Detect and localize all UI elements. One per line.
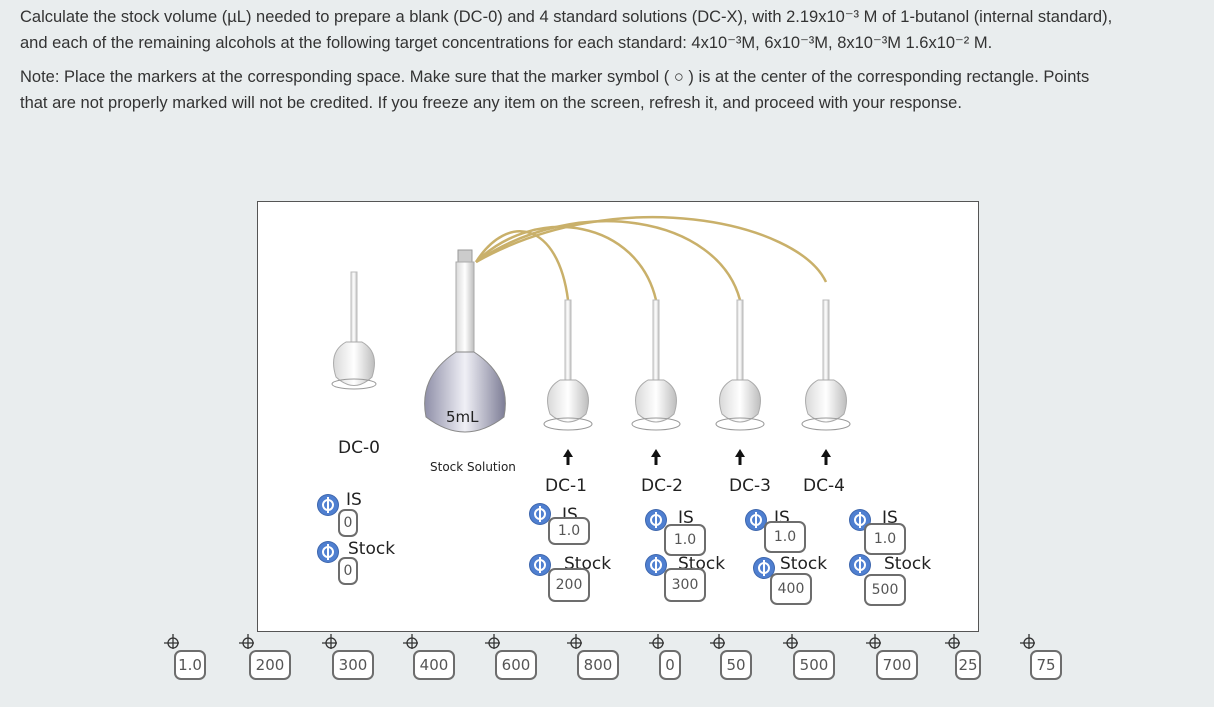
marker-5[interactable]: 800: [577, 650, 619, 680]
dc0-stock-drop-box[interactable]: 0: [338, 557, 358, 585]
marker-4[interactable]: 600: [495, 650, 537, 680]
drag-handle-icon[interactable]: [850, 555, 870, 575]
marker-crosshair-icon[interactable]: [566, 633, 582, 649]
marker-crosshair-icon[interactable]: [944, 633, 960, 649]
transfer-tubes: [474, 216, 828, 301]
question-paragraph: Calculate the stock volume (µL) needed t…: [20, 4, 1205, 56]
marker-9[interactable]: 700: [876, 650, 918, 680]
flask-stock: [424, 249, 506, 433]
marker-10[interactable]: 25: [955, 650, 981, 680]
marker-crosshair-icon[interactable]: [865, 633, 881, 649]
dc3-stock-drop-box[interactable]: 400: [770, 573, 812, 605]
note-line: that are not properly marked will not be…: [20, 94, 962, 112]
drag-handle-icon[interactable]: [530, 504, 550, 524]
dc2-is-drop-box[interactable]: 1.0: [664, 524, 706, 556]
marker-crosshair-icon[interactable]: [782, 633, 798, 649]
drag-handle-icon[interactable]: [318, 542, 338, 562]
drag-handle-icon[interactable]: [646, 555, 666, 575]
marker-8[interactable]: 500: [793, 650, 835, 680]
question-text: Calculate the stock volume (µL) needed t…: [20, 4, 1205, 116]
is-label: IS: [346, 490, 362, 510]
stock-label: Stock: [780, 554, 828, 574]
dc4-label: DC-4: [803, 476, 845, 496]
flask-volume-label: 5mL: [446, 408, 479, 426]
dc0-is-drop-box[interactable]: 0: [338, 509, 358, 537]
diagram-canvas[interactable]: 5mL Stock Solution DC-0 DC-1 DC-2 DC-3 D…: [257, 201, 979, 632]
drag-handle-icon[interactable]: [746, 510, 766, 530]
marker-crosshair-icon[interactable]: [321, 633, 337, 649]
marker-crosshair-icon[interactable]: [484, 633, 500, 649]
arrows: [563, 449, 831, 465]
dc3-label: DC-3: [729, 476, 771, 496]
stock-solution-label: Stock Solution: [430, 460, 516, 474]
marker-crosshair-icon[interactable]: [402, 633, 418, 649]
flask-dc0: [331, 271, 377, 390]
marker-6[interactable]: 0: [659, 650, 681, 680]
stock-label: Stock: [884, 554, 932, 574]
stock-label: Stock: [348, 539, 396, 559]
dc1-label: DC-1: [545, 476, 587, 496]
marker-1[interactable]: 200: [249, 650, 291, 680]
is-label: IS: [678, 508, 694, 528]
note-line: Note: Place the markers at the correspon…: [20, 68, 1090, 86]
marker-0[interactable]: 1.0: [174, 650, 206, 680]
question-line: and each of the remaining alcohols at th…: [20, 34, 993, 52]
dc1-stock-drop-box[interactable]: 200: [548, 568, 590, 602]
flask-dc4: [801, 299, 851, 431]
marker-crosshair-icon[interactable]: [238, 633, 254, 649]
drag-handle-icon[interactable]: [318, 495, 338, 515]
dc4-stock-drop-box[interactable]: 500: [864, 574, 906, 606]
drag-handle-icon[interactable]: [646, 510, 666, 530]
diagram-drawing: [331, 216, 851, 465]
note-paragraph: Note: Place the markers at the correspon…: [20, 64, 1205, 116]
dc1-is-drop-box[interactable]: 1.0: [548, 517, 590, 545]
flask-dc2: [631, 299, 681, 431]
marker-3[interactable]: 400: [413, 650, 455, 680]
question-line: Calculate the stock volume (µL) needed t…: [20, 8, 1113, 26]
drag-handle-icon[interactable]: [754, 558, 774, 578]
dc0-label: DC-0: [338, 438, 380, 458]
dc4-is-drop-box[interactable]: 1.0: [864, 523, 906, 555]
marker-crosshair-icon[interactable]: [163, 633, 179, 649]
flask-dc1: [543, 299, 593, 431]
marker-crosshair-icon[interactable]: [648, 633, 664, 649]
marker-crosshair-icon[interactable]: [1019, 633, 1035, 649]
dc2-stock-drop-box[interactable]: 300: [664, 568, 706, 602]
dc2-label: DC-2: [641, 476, 683, 496]
flask-dc3: [715, 299, 765, 431]
marker-11[interactable]: 75: [1030, 650, 1062, 680]
marker-7[interactable]: 50: [720, 650, 752, 680]
marker-crosshair-icon[interactable]: [709, 633, 725, 649]
drag-handle-icon[interactable]: [530, 555, 550, 575]
dc3-is-drop-box[interactable]: 1.0: [764, 521, 806, 553]
marker-2[interactable]: 300: [332, 650, 374, 680]
